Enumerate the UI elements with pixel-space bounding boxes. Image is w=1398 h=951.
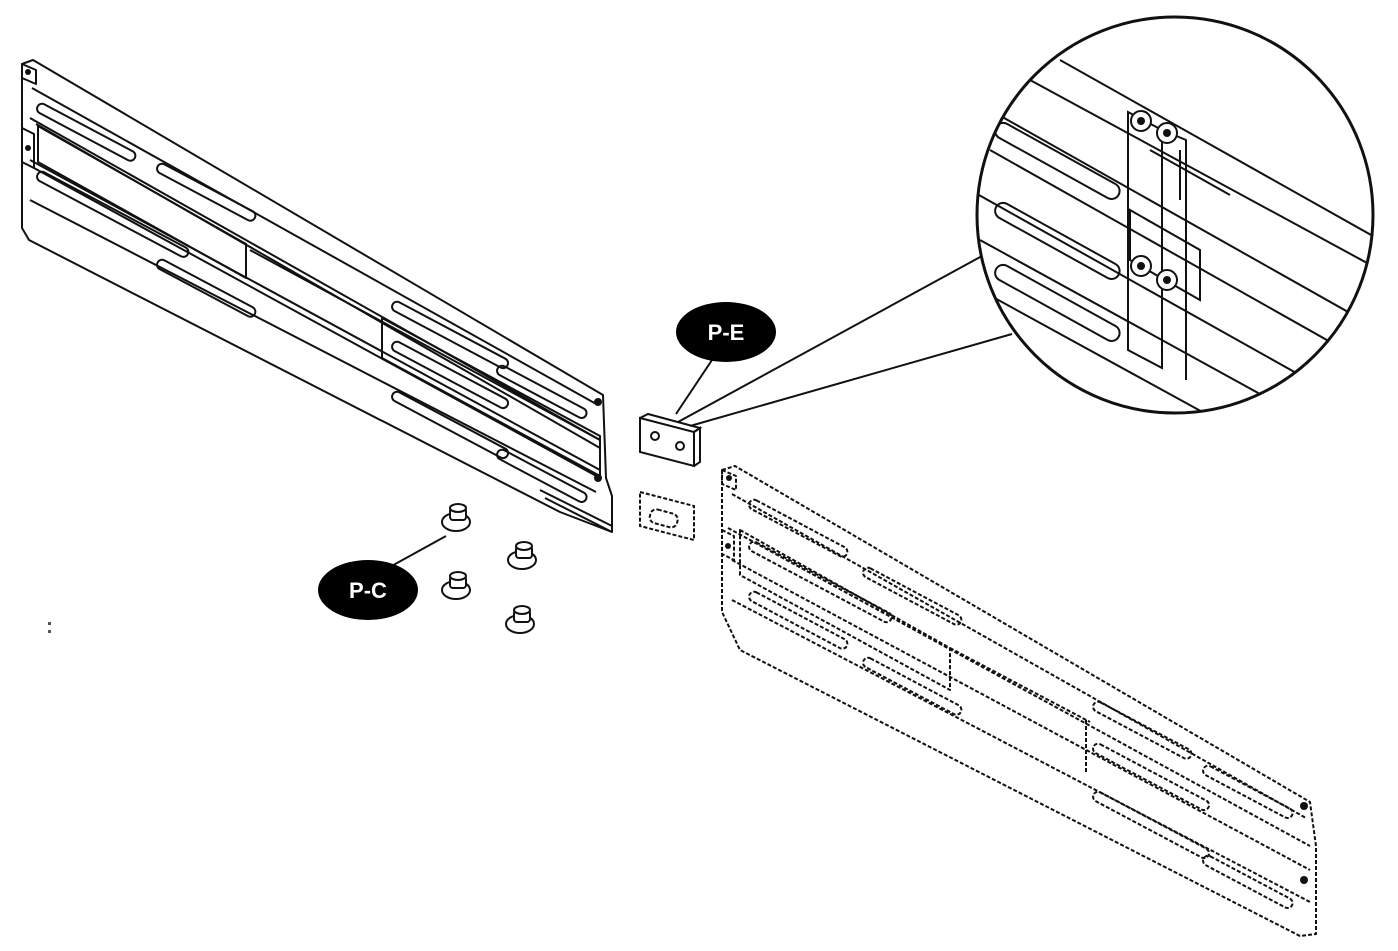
left-rail bbox=[21, 59, 613, 533]
callout-pe-text: P-E bbox=[708, 320, 745, 345]
screw-4 bbox=[505, 605, 535, 634]
splice-plate bbox=[639, 412, 703, 468]
screw-3 bbox=[441, 571, 471, 600]
magnifier-pointer bbox=[677, 255, 1013, 427]
screw-group bbox=[441, 503, 537, 634]
magnifier-detail bbox=[975, 15, 1375, 415]
right-rail bbox=[721, 465, 1317, 937]
screw-1 bbox=[441, 503, 471, 532]
speck-marks bbox=[48, 622, 51, 633]
screw-2 bbox=[507, 541, 537, 570]
callout-pe: P-E bbox=[675, 302, 776, 415]
callout-pc-text: P-C bbox=[349, 578, 387, 603]
splice-plate-back bbox=[639, 490, 695, 542]
callout-pc: P-C bbox=[318, 535, 447, 620]
